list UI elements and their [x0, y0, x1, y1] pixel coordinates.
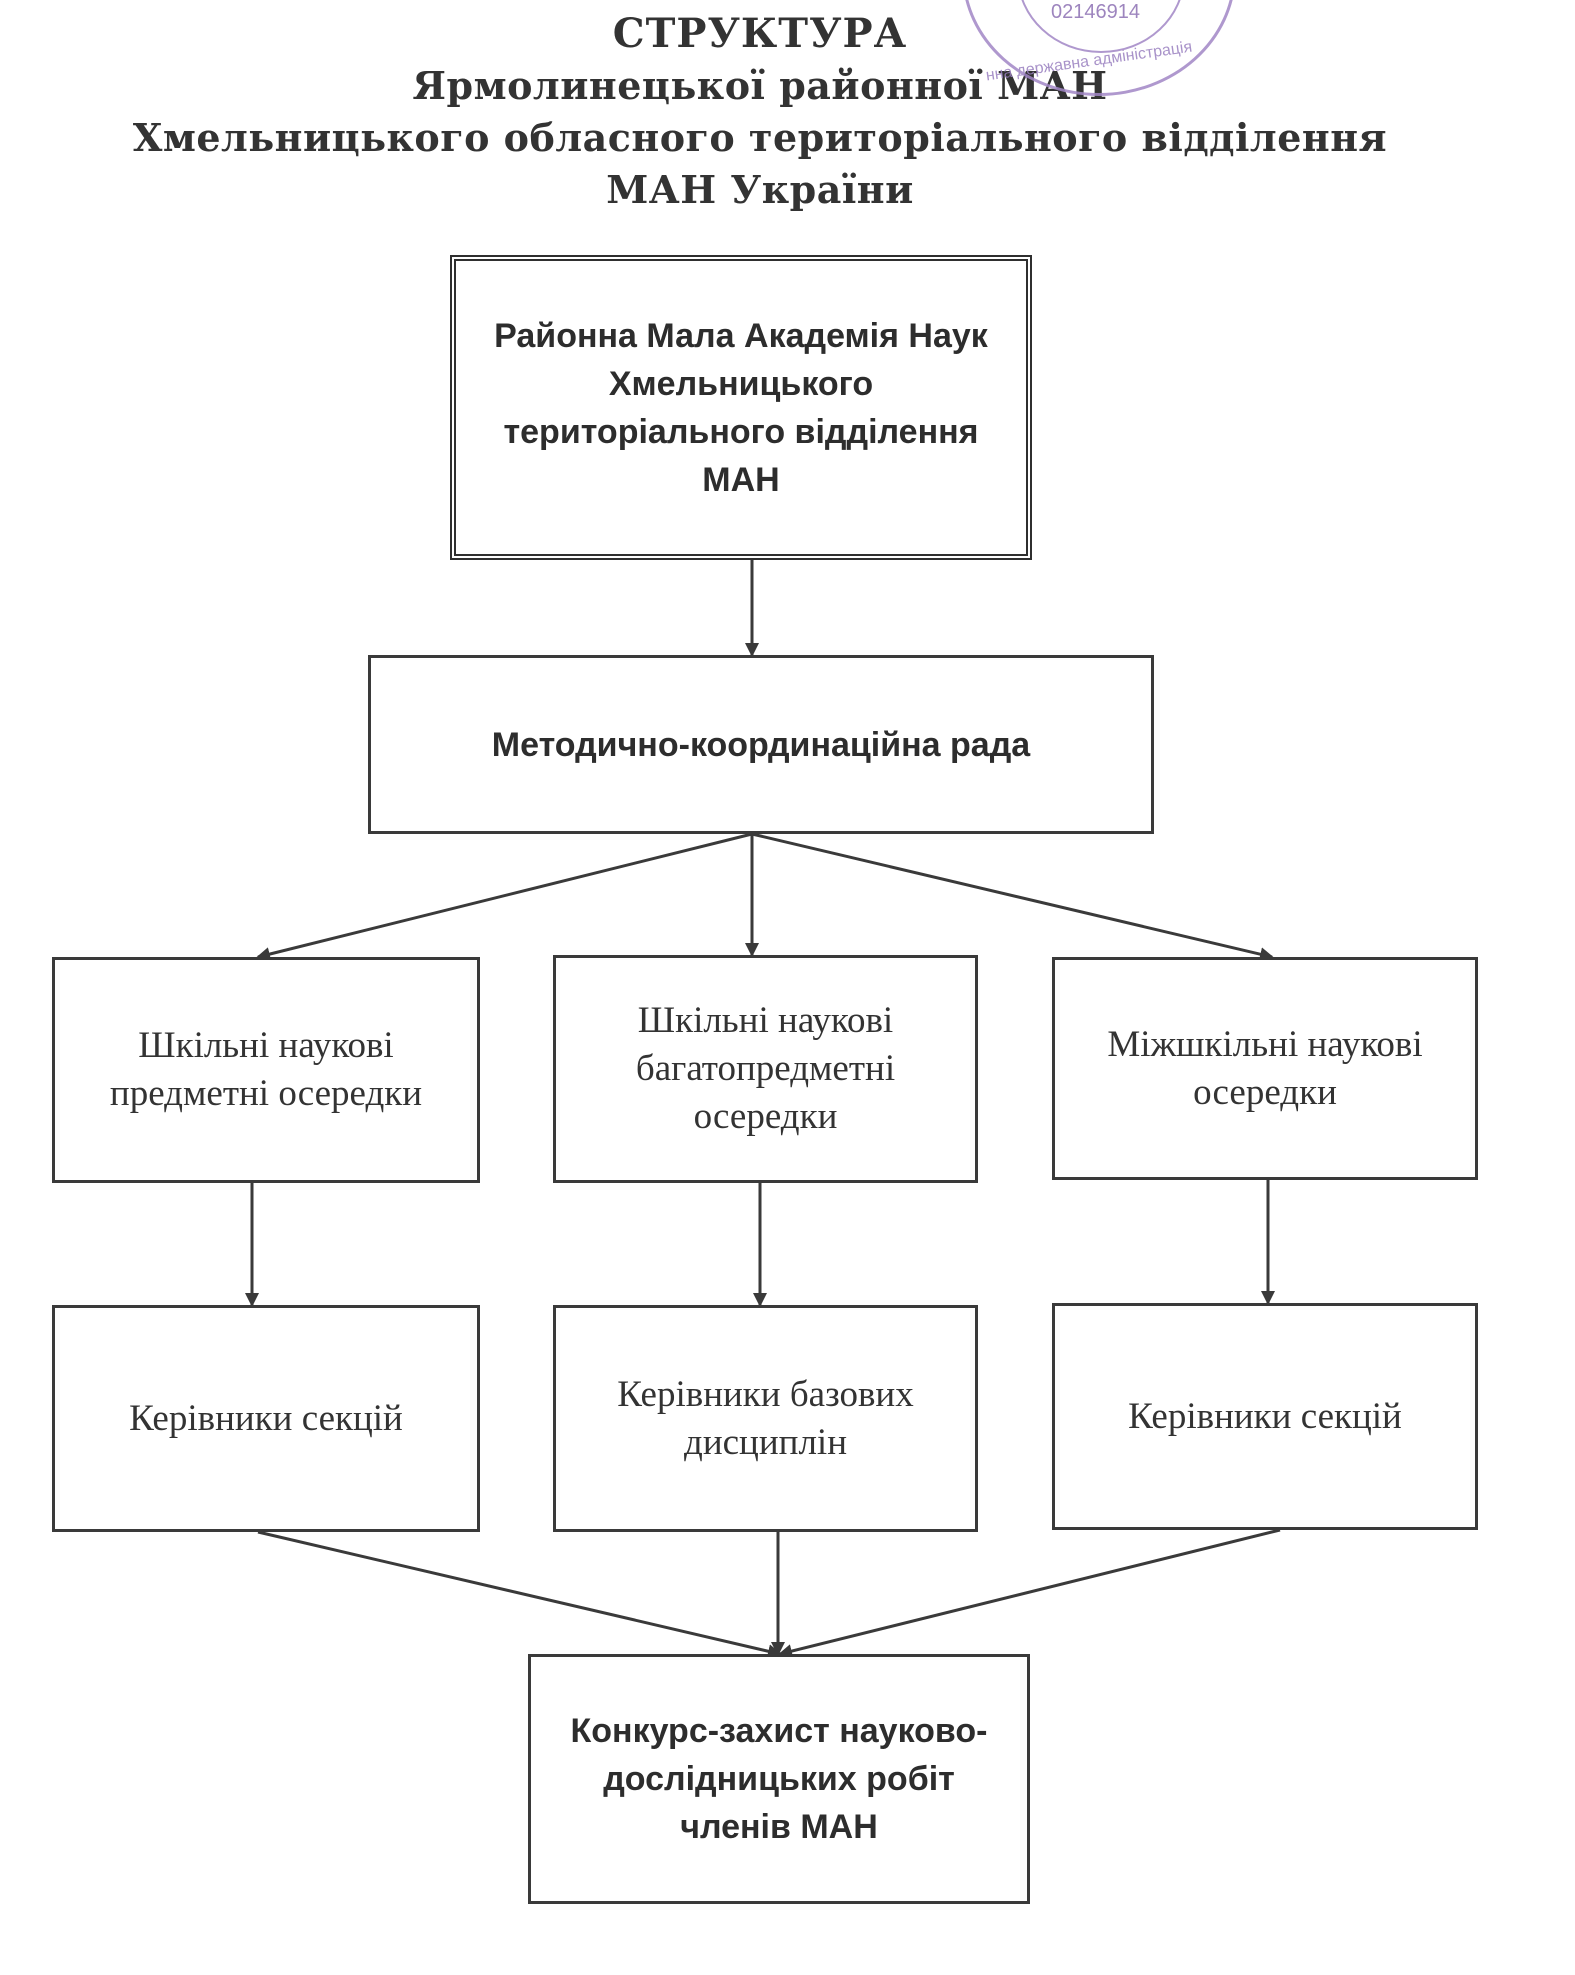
heads-base-label: Керівники базових дисциплін [617, 1373, 914, 1463]
title-organization: Ярмолинецької районної МАН [412, 63, 1108, 108]
arrow-council-to-subject [256, 832, 753, 961]
school-multi-node: Шкільні наукові багатопредметні осередки [553, 955, 978, 1183]
heads-base-node: Керівники базових дисциплін [553, 1305, 978, 1532]
school-subject-label: Шкільні наукові предметні осередки [109, 1025, 423, 1114]
interschool-node: Міжшкільні наукові осередки [1052, 957, 1478, 1180]
root-node: Районна Мала Академія Наук Хмельницького… [450, 255, 1032, 560]
title-structure: СТРУКТУРА [612, 10, 908, 57]
arrow-heads-right-to-contest [778, 1528, 1281, 1658]
arrow-heads-left-to-contest [257, 1530, 782, 1659]
title-department: Хмельницького обласного територіального … [132, 115, 1388, 160]
interschool-label: Міжшкільні наукові осередки [1107, 1023, 1423, 1113]
school-subject-node: Шкільні наукові предметні осередки [52, 957, 480, 1183]
document-title: СТРУКТУРА Ярмолинецької районної МАН Хме… [0, 8, 1520, 216]
contest-node: Конкурс-захист науково-дослідницьких роб… [528, 1654, 1030, 1904]
heads-left-node: Керівники секцій [52, 1305, 480, 1532]
council-node: Методично-координаційна рада [368, 655, 1154, 834]
root-node-label: Районна Мала Академія Наук Хмельницького… [494, 316, 988, 499]
school-multi-label: Шкільні наукові багатопредметні осередки [635, 1000, 896, 1137]
title-country: МАН України [606, 167, 914, 212]
heads-right-label: Керівники секцій [1128, 1395, 1402, 1437]
stamp-code: 02146914 [1051, 1, 1140, 23]
heads-left-label: Керівники секцій [129, 1397, 403, 1439]
contest-label: Конкурс-захист науково-дослідницьких роб… [570, 1712, 988, 1846]
arrow-council-to-interschool [751, 832, 1274, 962]
heads-right-node: Керівники секцій [1052, 1303, 1478, 1530]
council-node-label: Методично-координаційна рада [491, 725, 1031, 764]
